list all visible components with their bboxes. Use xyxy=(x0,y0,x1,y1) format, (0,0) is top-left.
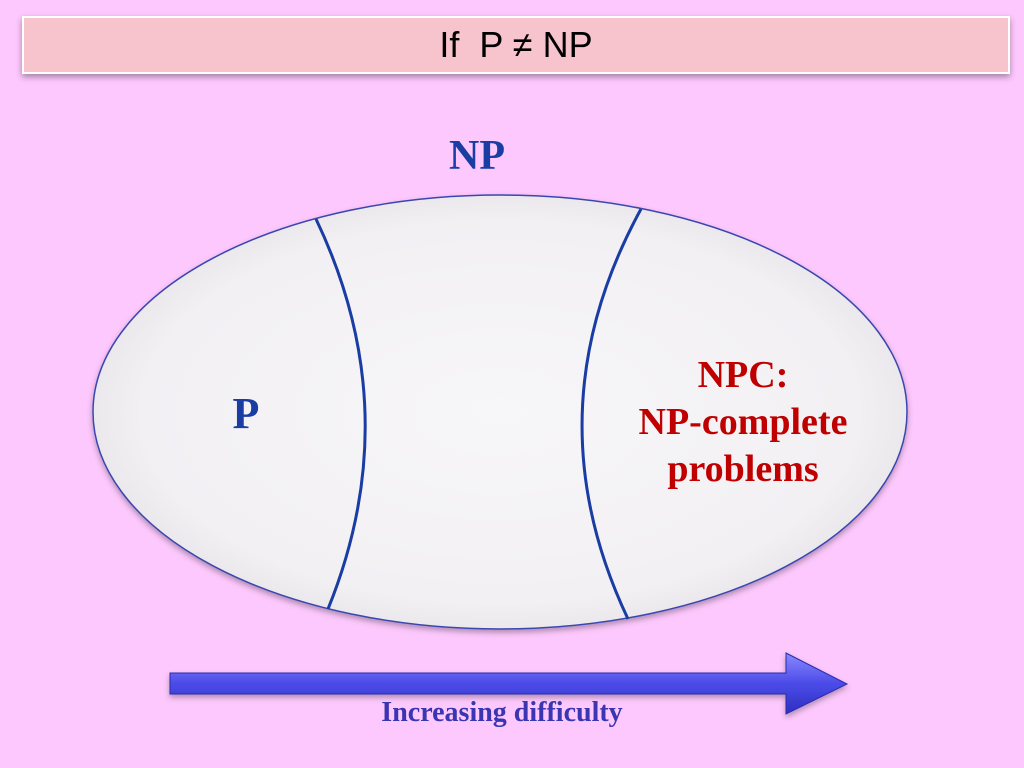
npc-label-line: problems xyxy=(667,448,819,490)
title-prefix: If P xyxy=(439,24,513,65)
npc-label-line: NPC: xyxy=(697,354,789,396)
p-boundary-curve xyxy=(314,218,367,610)
np-oval xyxy=(92,194,908,630)
np-set-label: NP xyxy=(449,133,505,179)
difficulty-arrow xyxy=(169,652,849,715)
slide-title: If P ≠ NP xyxy=(24,18,1008,72)
difficulty-label: Increasing difficulty xyxy=(381,697,623,728)
not-equal-symbol: ≠ xyxy=(512,24,533,65)
npc-boundary-curve xyxy=(580,208,643,620)
title-bar: If P ≠ NP xyxy=(22,16,1010,74)
npc-region-label: NPC: NP-complete problems xyxy=(600,352,886,493)
p-region-label: P xyxy=(232,389,260,438)
title-suffix: NP xyxy=(532,24,593,65)
npc-label-line: NP-complete xyxy=(638,401,848,443)
